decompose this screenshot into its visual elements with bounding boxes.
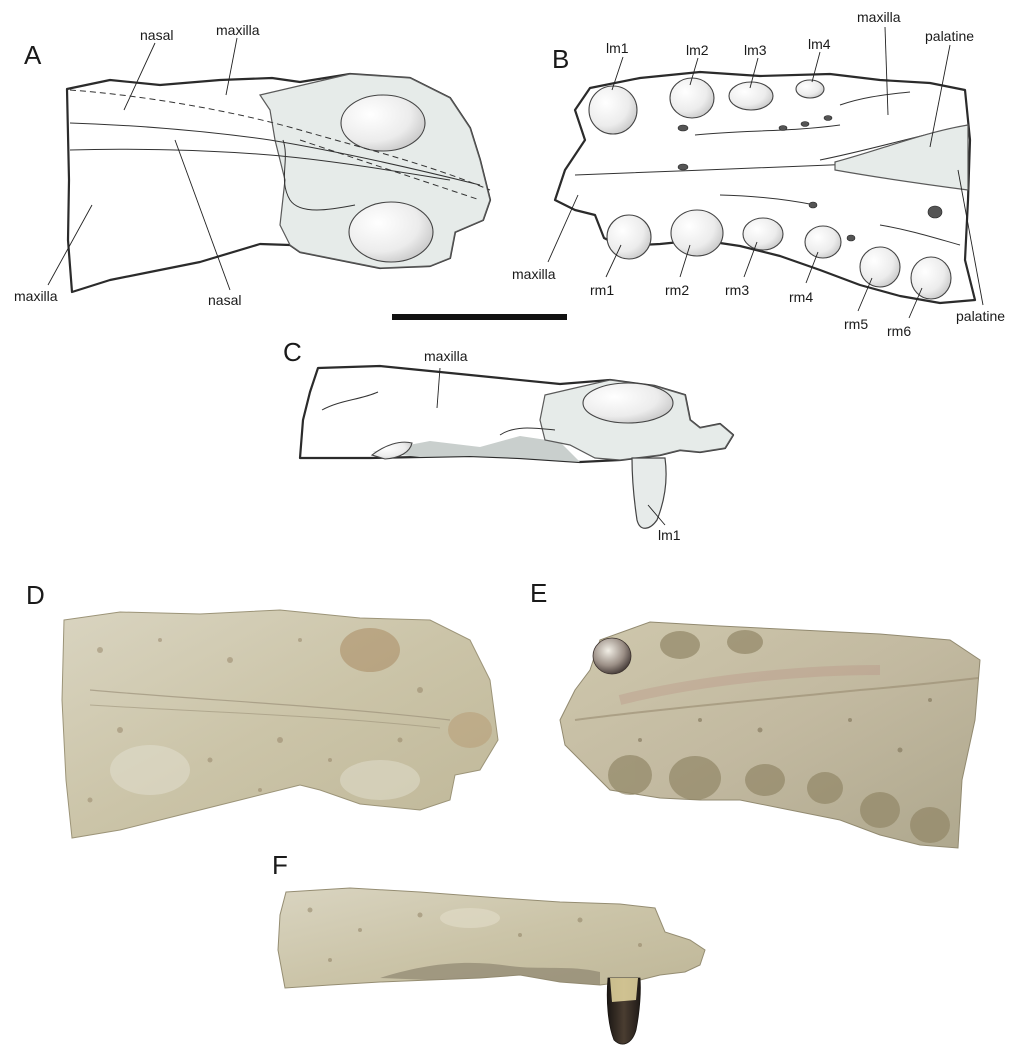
panel-f: F bbox=[272, 850, 705, 1044]
socket-rm3 bbox=[743, 218, 783, 250]
panel-c: C maxilla lm1 bbox=[283, 337, 733, 543]
label-b-rm1: rm1 bbox=[590, 282, 614, 298]
panel-d-pale-patch bbox=[110, 745, 190, 795]
label-b-lm2: lm2 bbox=[686, 42, 709, 58]
socket-lm4 bbox=[796, 80, 824, 98]
socket-rm2 bbox=[671, 210, 723, 256]
socket-lm3 bbox=[729, 82, 773, 110]
label-c-lm1: lm1 bbox=[658, 527, 681, 543]
socket-lm2 bbox=[670, 78, 714, 118]
pore bbox=[801, 122, 809, 127]
panel-letter-f: F bbox=[272, 850, 288, 880]
label-b-lm4: lm4 bbox=[808, 36, 831, 52]
panel-d-specimen-photo bbox=[62, 610, 498, 838]
label-b-palatine-top: palatine bbox=[925, 28, 974, 44]
pore bbox=[678, 164, 688, 170]
label-a-nasal-top: nasal bbox=[140, 27, 173, 43]
label-b-rm4: rm4 bbox=[789, 289, 813, 305]
label-b-maxilla-top: maxilla bbox=[857, 9, 901, 25]
panel-e-tooth-lm1 bbox=[593, 638, 631, 674]
panel-letter-a: A bbox=[24, 40, 42, 70]
pore bbox=[928, 206, 942, 218]
panel-b: B bbox=[512, 9, 1005, 339]
label-a-maxilla-left: maxilla bbox=[14, 288, 58, 304]
panel-letter-d: D bbox=[26, 580, 45, 610]
label-b-palatine-bottom: palatine bbox=[956, 308, 1005, 324]
socket-rm6 bbox=[911, 257, 951, 299]
socket-rm4 bbox=[805, 226, 841, 258]
label-b-rm6: rm6 bbox=[887, 323, 911, 339]
label-b-maxilla-left: maxilla bbox=[512, 266, 556, 282]
label-b-rm3: rm3 bbox=[725, 282, 749, 298]
pore bbox=[847, 235, 855, 241]
panel-f-tooth-base bbox=[610, 978, 638, 1002]
panel-letter-e: E bbox=[530, 578, 547, 608]
socket-rm5 bbox=[860, 247, 900, 287]
label-b-rm5: rm5 bbox=[844, 316, 868, 332]
panel-d-rust-patch bbox=[340, 628, 400, 672]
panel-c-tooth-lm1 bbox=[632, 458, 666, 528]
panel-a-depression-lower bbox=[349, 202, 433, 262]
pore bbox=[809, 202, 817, 208]
socket-lm1 bbox=[589, 86, 637, 134]
panel-a-depression-upper bbox=[341, 95, 425, 151]
label-c-maxilla: maxilla bbox=[424, 348, 468, 364]
pore bbox=[824, 116, 832, 121]
socket-rm1 bbox=[607, 215, 651, 259]
label-a-nasal-bottom: nasal bbox=[208, 292, 241, 308]
panel-a: A nasal maxilla maxilla nasal bbox=[14, 22, 490, 308]
label-a-maxilla-top: maxilla bbox=[216, 22, 260, 38]
label-b-lm3: lm3 bbox=[744, 42, 767, 58]
panel-letter-b: B bbox=[552, 44, 569, 74]
pore bbox=[779, 126, 787, 131]
pore bbox=[678, 125, 688, 131]
panel-e: E bbox=[530, 578, 980, 848]
scale-bar bbox=[392, 314, 567, 320]
panel-d: D bbox=[26, 580, 498, 838]
panel-c-depression bbox=[583, 383, 673, 423]
panel-f-pale-patch bbox=[440, 908, 500, 928]
label-b-rm2: rm2 bbox=[665, 282, 689, 298]
panel-d-rust-patch bbox=[448, 712, 492, 748]
label-b-lm1: lm1 bbox=[606, 40, 629, 56]
panel-letter-c: C bbox=[283, 337, 302, 367]
panel-d-pale-patch bbox=[340, 760, 420, 800]
